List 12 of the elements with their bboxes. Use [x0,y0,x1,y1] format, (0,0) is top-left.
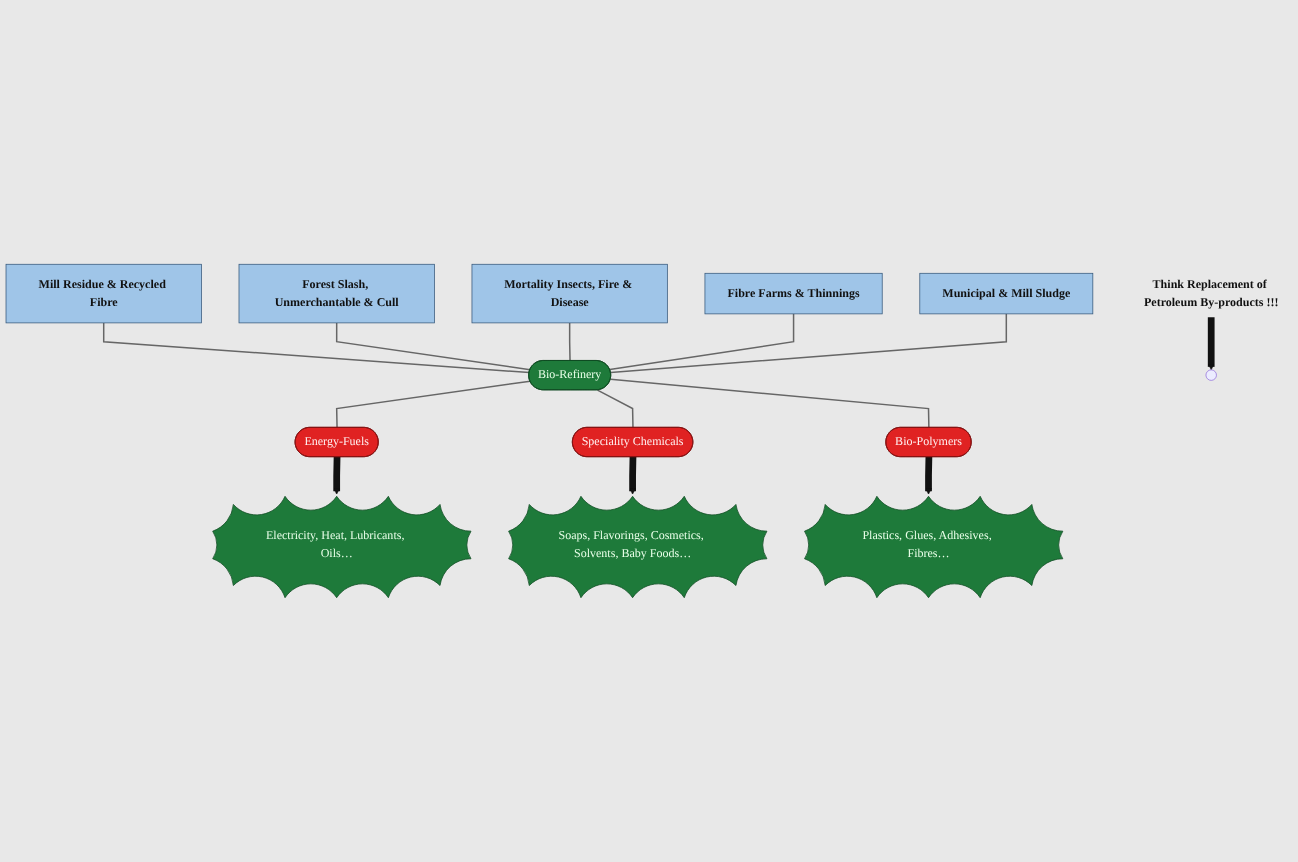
connector [609,313,795,371]
connector [568,322,571,362]
connector [609,313,1008,374]
connector [609,378,930,429]
arrow [629,456,637,495]
connector [102,322,531,374]
connector [335,322,531,371]
connector [596,389,634,429]
arrow [1207,317,1215,371]
arrow [333,456,341,495]
connector [335,380,531,429]
arrow [925,456,933,495]
